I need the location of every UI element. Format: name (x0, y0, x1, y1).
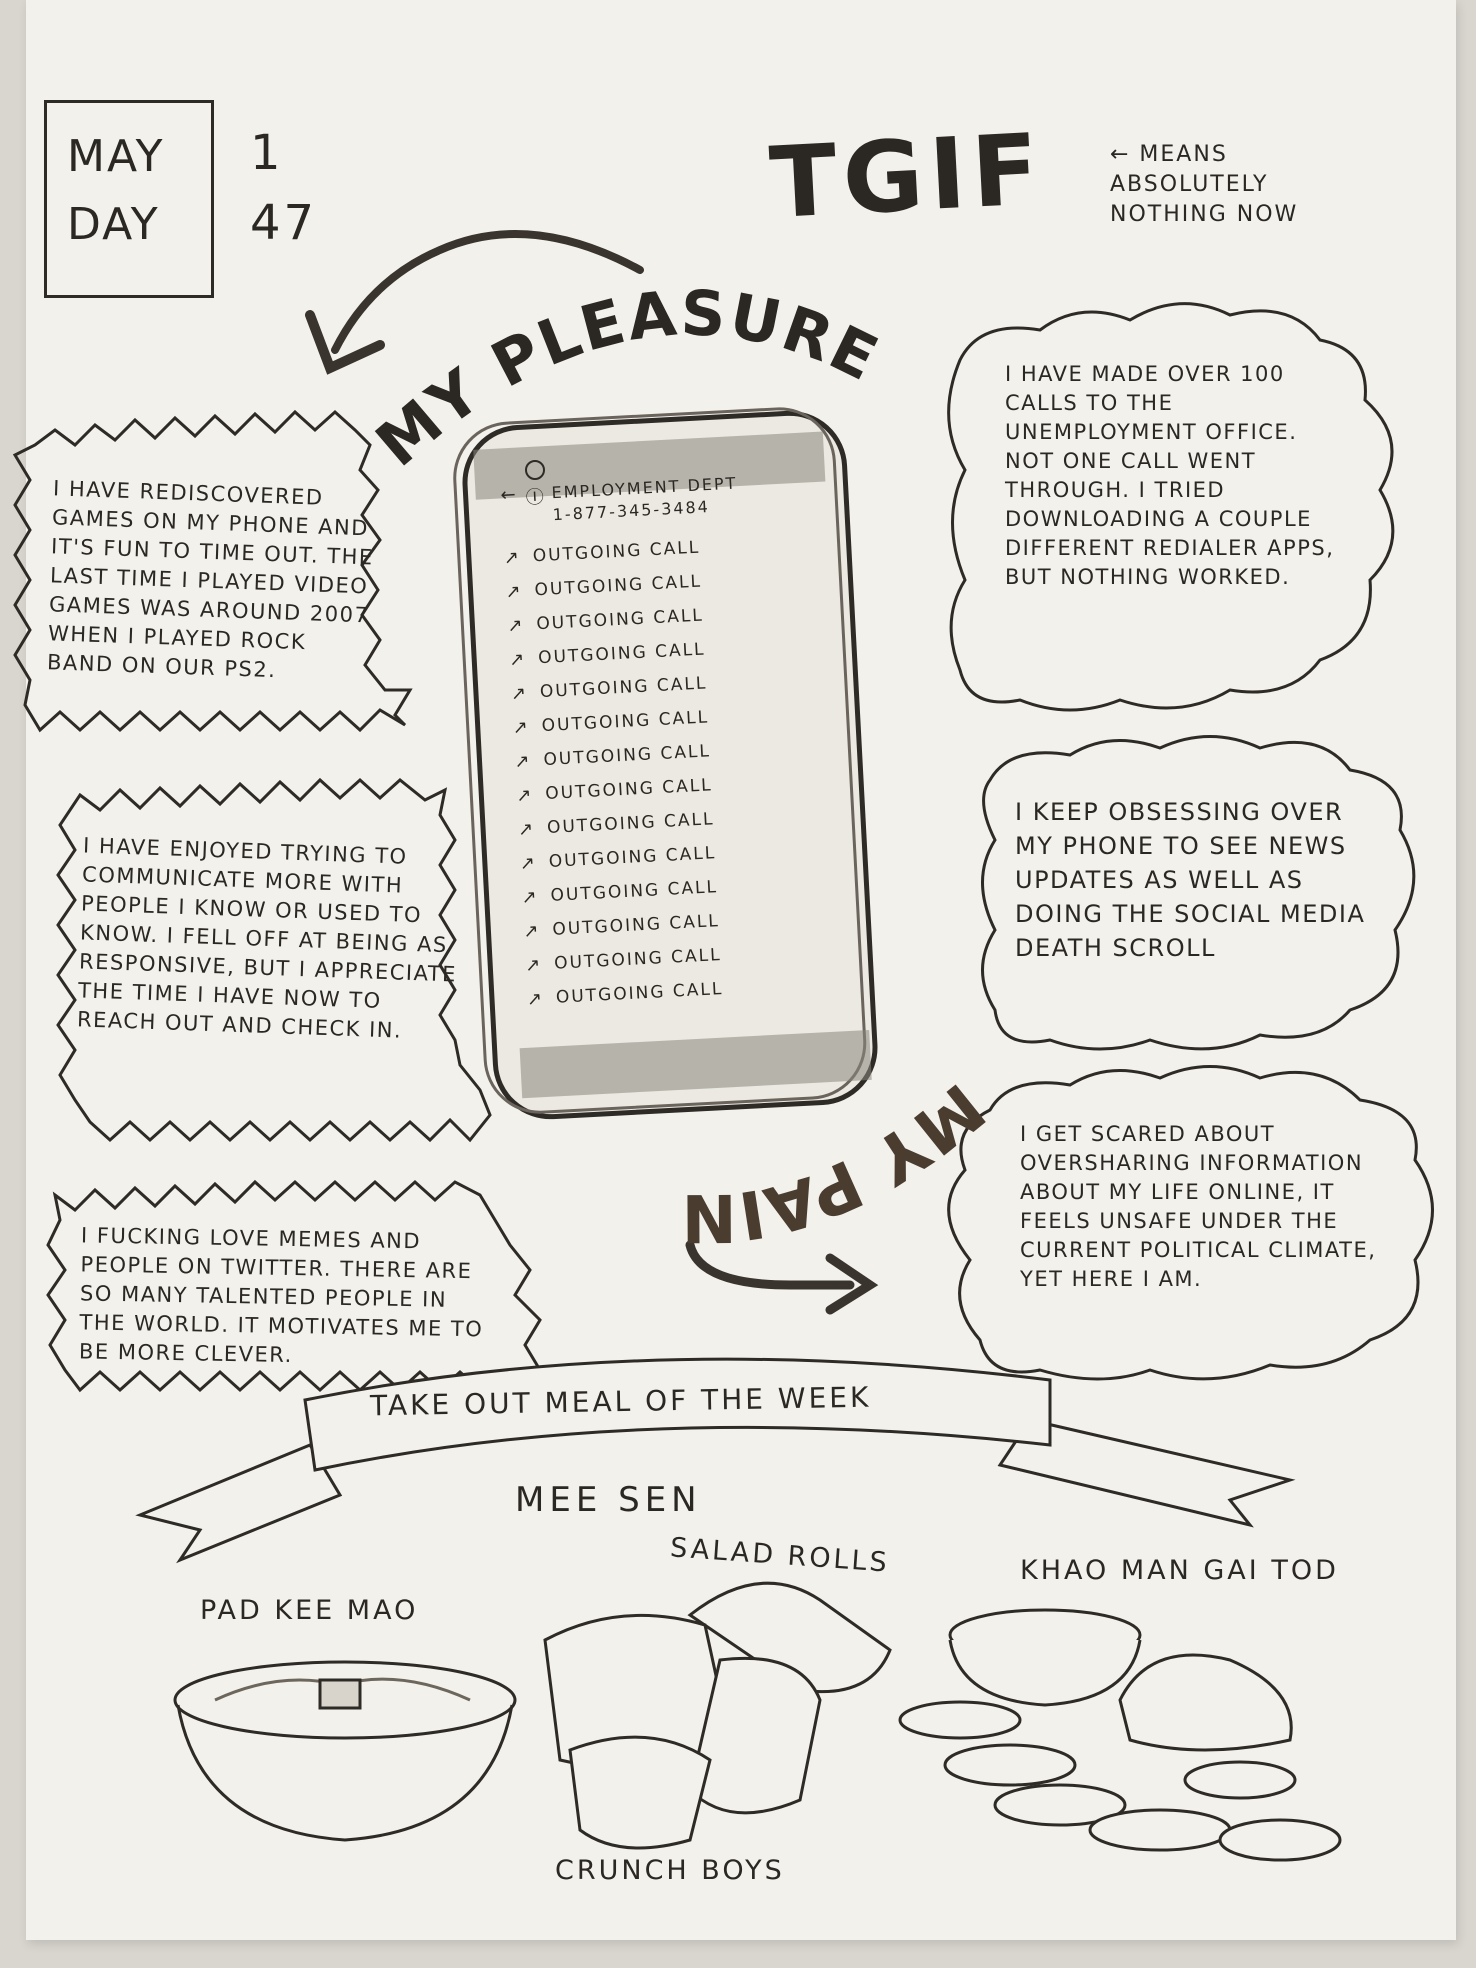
tgif-note: ← MEANS ABSOLUTELY NOTHING NOW (1110, 142, 1299, 227)
dish-crunch-boys: CRUNCH BOYS (555, 1855, 785, 1886)
outgoing-arrow-icon: ↗ (524, 953, 543, 976)
dish-pad-kee-mao: PAD KEE MAO (200, 1595, 419, 1626)
outgoing-arrow-icon: ↗ (503, 546, 522, 569)
call-log-label: OUTGOING CALL (541, 707, 710, 737)
cloud-bubble-1 (947, 302, 1395, 712)
outgoing-arrow-icon: ↗ (521, 886, 540, 908)
outgoing-arrow-icon: ↗ (517, 818, 536, 841)
restaurant-name: MEE SEN (515, 1480, 702, 1520)
zigzag-bubble-2 (56, 777, 492, 1143)
call-log-label: OUTGOING CALL (532, 537, 701, 567)
cloud-bubble-2 (981, 735, 1416, 1051)
outgoing-arrow-icon: ↗ (519, 852, 538, 874)
day-label: DAY (67, 199, 160, 250)
call-log-label: OUTGOING CALL (534, 571, 703, 601)
call-log-label: OUTGOING CALL (551, 911, 721, 940)
call-log-label: OUTGOING CALL (553, 945, 723, 974)
right-arrow-icon (685, 1240, 879, 1315)
noodle-bowl-drawing (173, 1660, 517, 1842)
curved-arrow-icon (305, 230, 644, 375)
month-value: 1 (250, 125, 284, 181)
call-log-list: ↗ OUTGOING CALL ↗ OUTGOING CALL ↗ OUTGOING CA… (503, 524, 857, 1017)
salad-rolls-drawing (543, 1581, 892, 1850)
call-log-label: OUTGOING CALL (548, 843, 717, 872)
outgoing-arrow-icon: ↗ (508, 648, 527, 671)
call-log-label: OUTGOING CALL (535, 605, 705, 635)
banner-ribbon (135, 1357, 1296, 1564)
call-log-label: OUTGOING CALL (550, 877, 719, 906)
call-log-label: OUTGOING CALL (544, 775, 714, 805)
date-values: 1 47 (250, 118, 317, 258)
outgoing-arrow-icon: ↗ (515, 784, 534, 807)
zigzag-bubble-1 (12, 409, 413, 733)
call-log-label: OUTGOING CALL (543, 741, 712, 771)
call-log-label: OUTGOING CALL (555, 979, 724, 1008)
cloud-bubble-3 (947, 1065, 1434, 1381)
back-arrow-icon: ← (500, 484, 517, 506)
pain-note-3: I GET SCARED ABOUT OVERSHARING INFORMATI… (1020, 1122, 1377, 1291)
day-value: 47 (250, 195, 318, 251)
outgoing-arrow-icon: ↗ (513, 750, 533, 773)
call-log-label: OUTGOING CALL (546, 809, 715, 838)
call-log-label: OUTGOING CALL (537, 639, 707, 669)
phone-drawing (453, 407, 878, 1120)
pleasure-note-2: I HAVE ENJOYED TRYING TO COMMUNICATE MOR… (76, 833, 458, 1043)
tgif-heading: TGIF (767, 112, 1048, 242)
outgoing-arrow-icon: ↗ (510, 682, 529, 705)
outgoing-arrow-icon: ↗ (522, 920, 542, 942)
contact-info-icon: ⓘ (525, 486, 545, 509)
call-log-label: OUTGOING CALL (539, 673, 708, 703)
month-label: MAY (67, 131, 165, 182)
outgoing-arrow-icon: ↗ (506, 614, 525, 637)
pleasure-note-3: I FUCKING LOVE MEMES AND PEOPLE ON TWITT… (78, 1223, 484, 1368)
pain-note-1: I HAVE MADE OVER 100 CALLS TO THE UNEMPL… (1005, 362, 1335, 589)
chicken-rice-drawing (898, 1608, 1342, 1862)
phone-screen: ← ⓘ EMPLOYMENT DEPT 1-877-345-3484 ↗OUTG… (500, 468, 857, 1017)
dish-khao-man-gai-tod: KHAO MAN GAI TOD (1020, 1555, 1339, 1586)
date-box: MAY DAY (44, 100, 214, 298)
outgoing-arrow-icon: ↗ (512, 716, 531, 739)
pain-note-2: I KEEP OBSESSING OVER MY PHONE TO SEE NE… (1015, 798, 1366, 962)
outgoing-arrow-icon: ↗ (526, 987, 545, 1010)
outgoing-arrow-icon: ↗ (505, 580, 524, 603)
pleasure-note-1: I HAVE REDISCOVERED GAMES ON MY PHONE AN… (46, 476, 375, 683)
